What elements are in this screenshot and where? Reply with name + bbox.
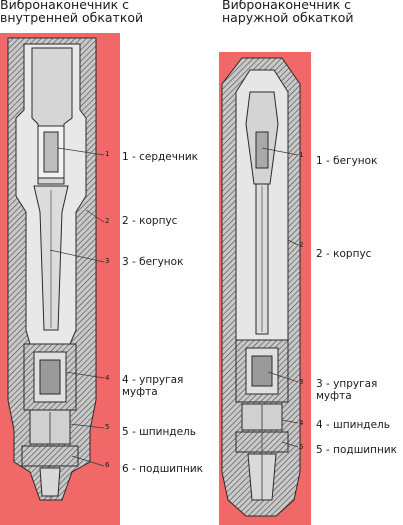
right-label-housing: 2 - корпус <box>316 248 372 260</box>
right-label-coupling: 3 - упругая муфта <box>316 378 378 402</box>
right-diagram-title: Вибронаконечник с наружной обкаткой <box>222 0 354 25</box>
left-label-housing: 2 - корпус <box>122 215 178 227</box>
left-callout-number: 2 <box>105 217 110 225</box>
left-callout-number: 6 <box>105 461 110 469</box>
right-callout-number: 2 <box>299 241 304 249</box>
right-callout-number: 4 <box>299 419 304 427</box>
right-label-runner: 1 - бегунок <box>316 155 378 167</box>
left-callout-number: 4 <box>105 374 110 382</box>
right-callout-number: 5 <box>299 443 304 451</box>
left-label-spindle: 5 - шпиндель <box>122 426 196 438</box>
right-callout-number: 3 <box>299 378 304 386</box>
right-label-bearing: 5 - подшипник <box>316 444 398 456</box>
left-callout-number: 5 <box>105 423 110 431</box>
left-label-core: 1 - сердечник <box>122 151 198 163</box>
right-tool-drawing <box>221 57 301 517</box>
left-tool-drawing <box>7 37 97 501</box>
left-callout-number: 1 <box>105 150 110 158</box>
right-callout-number: 1 <box>299 151 304 159</box>
left-label-coupling: 4 - упругая муфта <box>122 374 184 398</box>
right-leader-lines <box>261 147 299 448</box>
left-callout-number: 3 <box>105 257 110 265</box>
left-bearing <box>21 445 79 467</box>
left-core-slot <box>43 131 59 173</box>
left-label-runner: 3 - бегунок <box>122 256 184 268</box>
left-leader-lines <box>49 147 105 467</box>
left-label-bearing: 6 - подшипник <box>122 463 204 475</box>
left-diagram-title: Вибронаконечник с внутренней обкаткой <box>0 0 144 25</box>
right-label-spindle: 4 - шпиндель <box>316 419 390 431</box>
